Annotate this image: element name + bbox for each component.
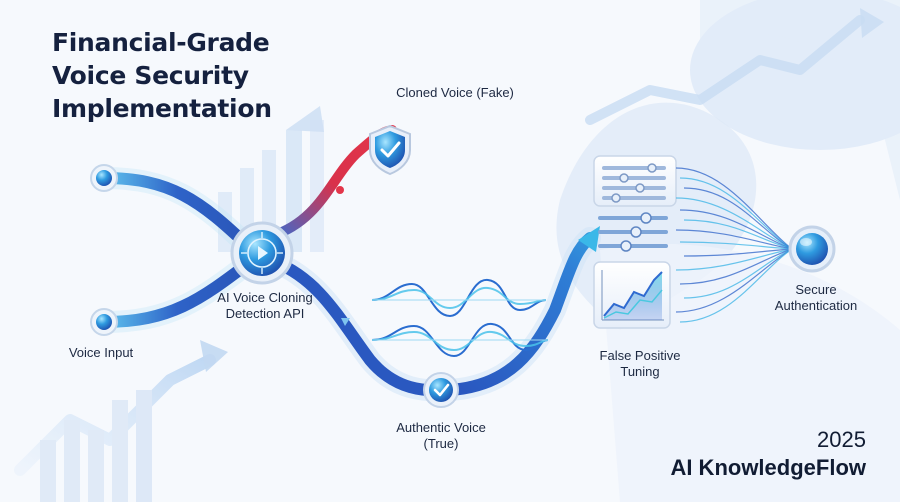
convergence-line xyxy=(675,248,793,271)
input-waveform xyxy=(42,204,163,292)
title-line: Financial-Grade xyxy=(52,28,270,57)
false-positive-label: False Positive Tuning xyxy=(599,348,681,379)
convergence-lines xyxy=(675,167,793,323)
voice-input-label: Voice Input xyxy=(68,345,134,360)
api-node-icon xyxy=(230,221,294,285)
line-chart-icon xyxy=(593,261,671,329)
convergence-line xyxy=(683,248,793,257)
sliders-icon xyxy=(593,155,677,252)
convergence-line xyxy=(679,248,793,323)
convergence-line xyxy=(679,209,793,250)
convergence-line xyxy=(679,241,793,250)
authentic-voice-label: Authentic Voice (True) xyxy=(396,420,486,451)
secure-auth-label: Secure Authentication xyxy=(774,282,858,313)
title-line: Implementation xyxy=(52,94,272,123)
footer-brand: 2025 AI KnowledgeFlow xyxy=(670,426,866,482)
convergence-line xyxy=(679,248,793,285)
api-label: AI Voice Cloning Detection API xyxy=(217,290,313,321)
shield-check-icon xyxy=(369,124,411,176)
convergence-line xyxy=(675,167,793,250)
cloned-voice-label: Cloned Voice (Fake) xyxy=(396,85,514,100)
convergence-line xyxy=(675,248,793,313)
convergence-line xyxy=(683,219,793,250)
convergence-line xyxy=(675,197,793,250)
fake-waveforms xyxy=(371,96,524,227)
authentic-waveforms xyxy=(371,279,549,358)
footer-year: 2025 xyxy=(817,427,866,452)
convergence-line xyxy=(683,187,793,250)
input-node-icon xyxy=(90,164,118,192)
input-node-icon xyxy=(90,308,118,336)
convergence-line xyxy=(679,177,793,250)
title-line: Voice Security xyxy=(52,61,249,90)
page-title: Financial-Grade Voice Security Implement… xyxy=(52,26,272,125)
output-node-icon xyxy=(788,225,836,273)
footer-brand-name: AI KnowledgeFlow xyxy=(670,455,866,480)
convergence-line xyxy=(675,229,793,250)
check-circle-icon xyxy=(423,372,459,408)
flow-paths xyxy=(93,125,601,402)
convergence-line xyxy=(683,248,793,299)
